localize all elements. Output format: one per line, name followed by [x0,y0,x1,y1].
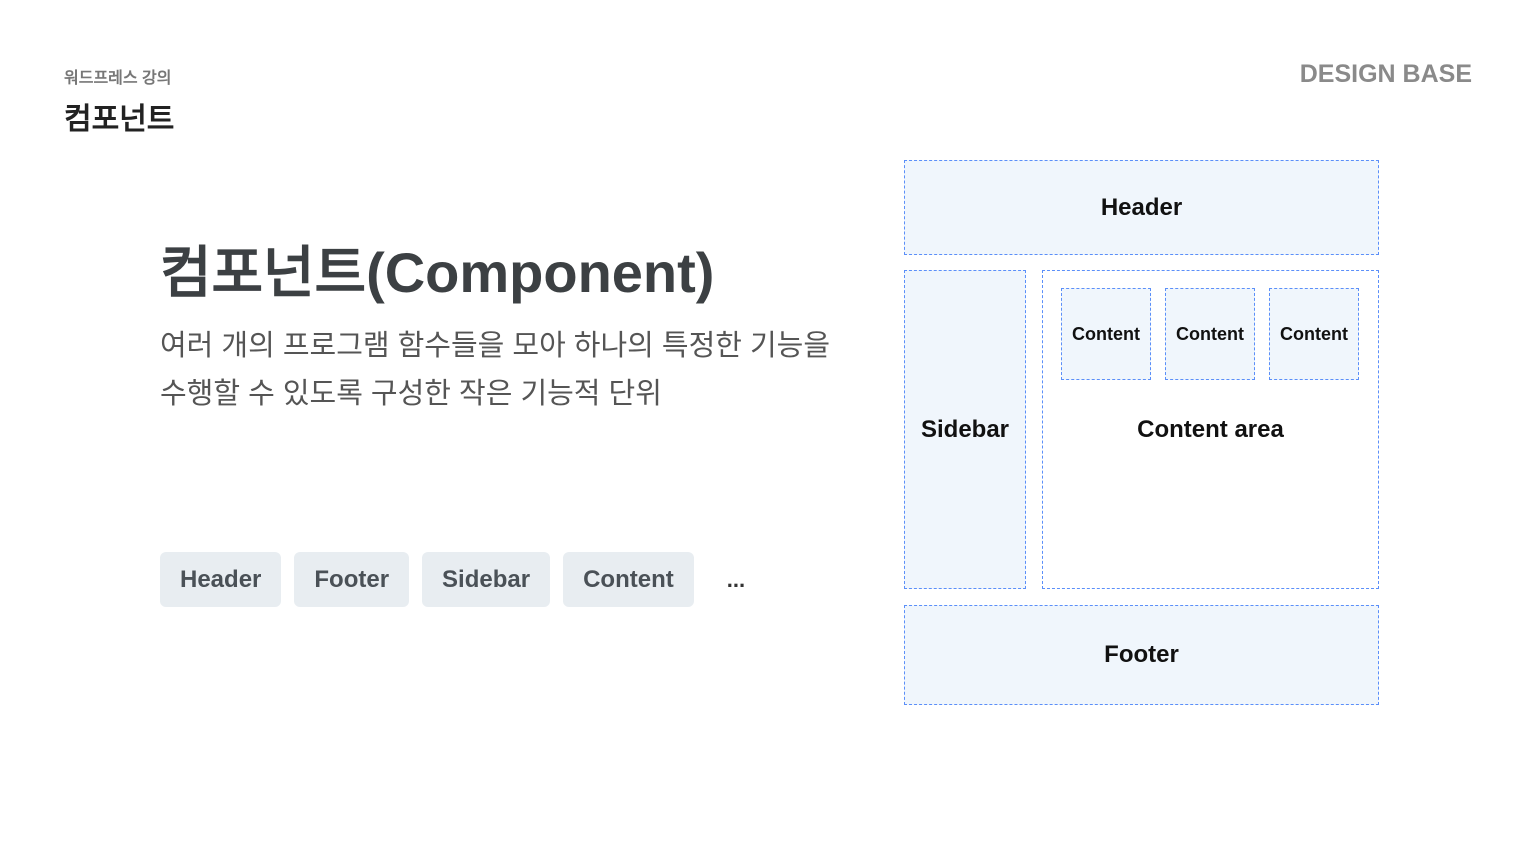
content-label: Content [1176,323,1244,344]
content-label: Content [1072,323,1140,344]
slide-title: 컴포넌트(Component) [160,241,715,304]
diagram-header-label: Header [1100,193,1183,221]
tag-sidebar: Sidebar [422,552,551,607]
diagram-footer: Footer [904,605,1379,705]
diagram-content-1: Content [1061,288,1151,380]
tag-header: Header [160,552,282,607]
course-label: 워드프레스 강의 [64,70,172,87]
content-label: Content [1280,323,1348,344]
diagram-content-3: Content [1269,288,1359,380]
tag-content: Content [563,552,694,607]
section-title: 컴포넌트 [64,103,175,136]
diagram-sidebar-label: Sidebar [920,415,1010,443]
diagram-content-2: Content [1165,288,1255,380]
tag-list: Header Footer Sidebar Content ... [160,552,745,607]
diagram-content-area-label: Content area [1137,415,1284,443]
description: 여러 개의 프로그램 함수들을 모아 하나의 특정한 기능을 수행할 수 있도록… [160,322,880,418]
brand-logo: DESIGN BASE [1299,60,1472,88]
diagram-sidebar: Sidebar [904,270,1026,589]
tag-footer: Footer [294,552,410,607]
description-line: 여러 개의 프로그램 함수들을 모아 하나의 특정한 기능을 [160,330,831,362]
diagram-footer-label: Footer [1104,641,1179,668]
more-ellipsis: ... [726,566,746,592]
diagram-header: Header [904,160,1379,255]
description-line: 수행할 수 있도록 구성한 작은 기능적 단위 [160,378,662,410]
